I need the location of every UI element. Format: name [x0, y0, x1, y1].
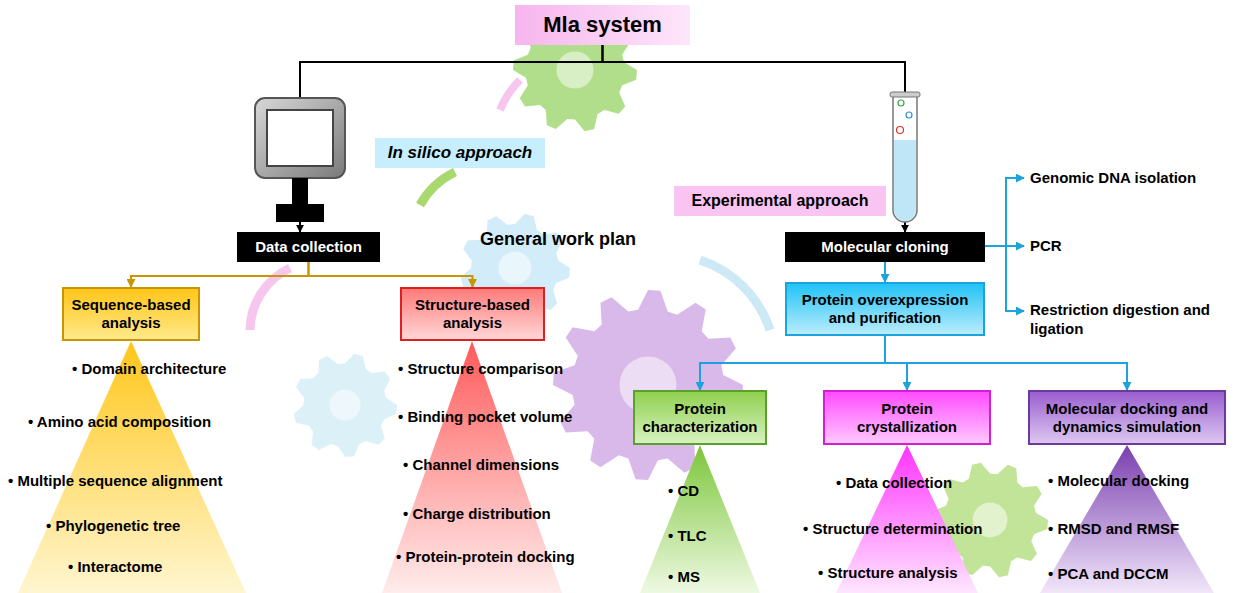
node-label: Data collection: [255, 238, 362, 256]
bullet-item: • Multiple sequence alignment: [8, 472, 222, 491]
analysis-box: Sequence-based analysis: [62, 287, 200, 341]
test-tube-icon: [890, 92, 920, 222]
method-box: Protein crystallization: [823, 390, 991, 445]
bullet-item: • Interactome: [68, 558, 162, 577]
node-label: Protein characterization: [641, 400, 759, 436]
gear-hub: [556, 51, 593, 88]
bullet-item: • Channel dimensions: [403, 456, 559, 475]
node-label: Structure-based analysis: [408, 296, 537, 332]
triangle-panel: [18, 341, 246, 593]
node-label: Molecular docking and dynamics simulatio…: [1036, 400, 1218, 436]
bullet-item: • Structure comparison: [398, 360, 563, 379]
process-box: Protein overexpression and purification: [785, 282, 985, 336]
curved-arrow-decoration: [420, 172, 455, 205]
node-label: Sequence-based analysis: [70, 296, 192, 332]
bullet-item: • Molecular docking: [1048, 472, 1189, 491]
node-label: Experimental approach: [692, 191, 869, 210]
bullet-item: • TLC: [668, 527, 707, 546]
bullet-item: • RMSD and RMSF: [1048, 520, 1179, 539]
bullet-item: • Charge distribution: [403, 505, 551, 524]
gear: [553, 290, 743, 480]
step-label: PCR: [1030, 237, 1062, 256]
node-label: Molecular cloning: [821, 238, 949, 256]
curved-arrow-decoration: [700, 260, 770, 330]
bullet-item: • Data collection: [836, 474, 952, 493]
approach-box: In silico approach: [375, 138, 545, 168]
triangle-panel: [1040, 445, 1214, 593]
method-box: Molecular docking and dynamics simulatio…: [1028, 390, 1226, 445]
gear-hub: [329, 389, 360, 420]
triangle-panel: [640, 445, 760, 593]
bullet-item: • Phylogenetic tree: [46, 517, 180, 536]
connector-arrow: [131, 262, 309, 287]
bullet-item: • MS: [668, 568, 700, 587]
step-label: Restriction digestion and ligation: [1030, 301, 1220, 339]
center-label: General work plan: [480, 228, 636, 251]
step-box: Molecular cloning: [785, 232, 985, 262]
bullet-item: • Domain architecture: [72, 360, 226, 379]
bullet-item: • Binding pocket volume: [398, 408, 572, 427]
node-label: Mla system: [543, 12, 662, 38]
gear: [294, 354, 397, 457]
bullet-item: • CD: [668, 482, 699, 501]
analysis-box: Structure-based analysis: [400, 287, 545, 341]
step-box: Data collection: [237, 232, 380, 262]
computer-icon: [255, 98, 345, 222]
approach-box: Experimental approach: [674, 186, 886, 216]
connector-arrow: [603, 45, 906, 232]
branch-arrows: [985, 178, 1024, 311]
bullet-item: • PCA and DCCM: [1048, 565, 1169, 584]
curved-arrow-decoration: [250, 268, 290, 330]
bullet-item: • Structure analysis: [818, 564, 957, 583]
step-label: Genomic DNA isolation: [1030, 169, 1196, 188]
bullet-item: • Protein-protein docking: [396, 548, 575, 567]
connector-arrow: [700, 336, 885, 390]
node-label: Protein overexpression and purification: [793, 291, 977, 327]
curved-arrow-decoration: [500, 80, 520, 110]
title-box: Mla system: [515, 5, 690, 45]
gear-decoration: [294, 9, 1048, 578]
node-label: Protein crystallization: [831, 400, 983, 436]
connector-arrow: [884, 262, 886, 282]
method-box: Protein characterization: [633, 390, 767, 445]
connector-arrow: [885, 336, 1127, 390]
bullet-item: • Amino acid composition: [28, 413, 211, 432]
node-label: In silico approach: [388, 143, 533, 163]
connector-arrow: [309, 262, 473, 287]
bullet-item: • Structure determination: [803, 520, 982, 539]
gear-hub: [499, 252, 532, 285]
